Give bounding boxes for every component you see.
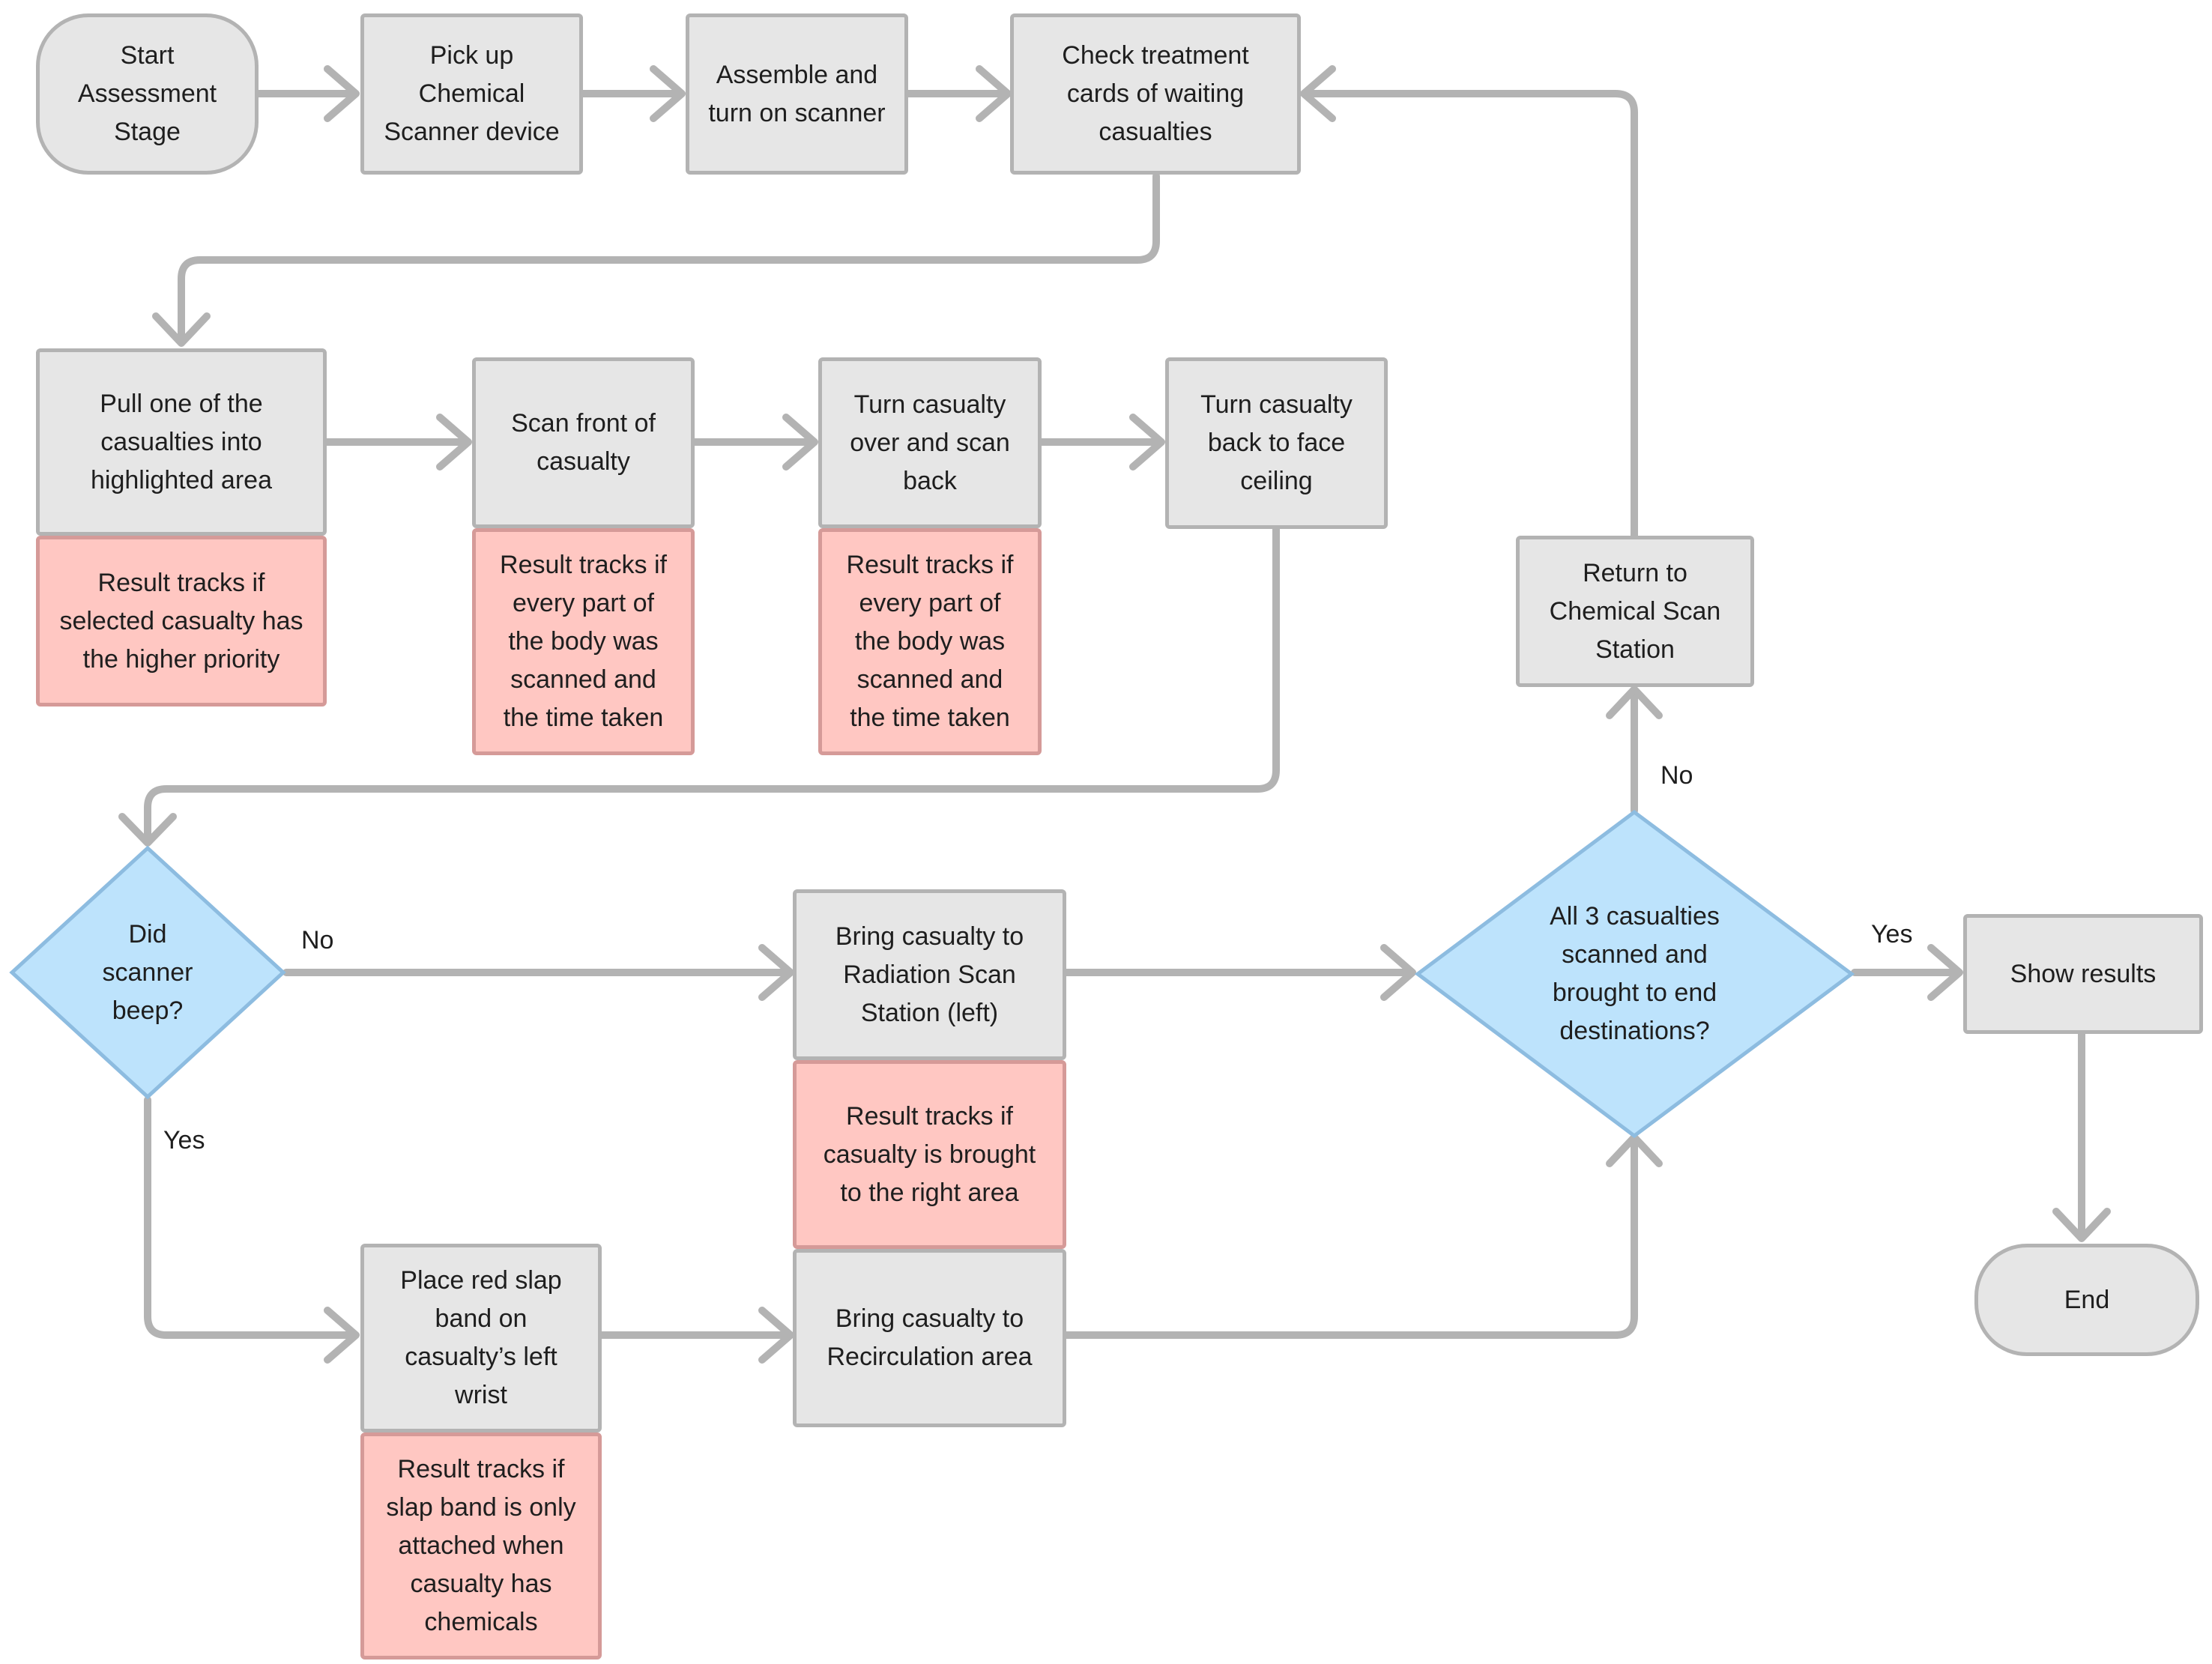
arrowhead-slap-band (324, 1307, 360, 1364)
arrowhead-turn-over (782, 414, 818, 471)
pull-casualty-node: Pull one of the casualties into highligh… (36, 348, 327, 536)
all-scanned-decision: All 3 casualties scanned and brought to … (1414, 809, 1855, 1139)
arrowhead-pickup (324, 65, 360, 122)
connector-turn-back-to-did-beep (144, 525, 1280, 843)
did-beep-diamond-shape (9, 845, 286, 1100)
scan-back-result-note: Result tracks if every part of the body … (818, 528, 1042, 755)
arrowhead-radiation (758, 944, 794, 1001)
connector-return-to-check (1304, 90, 1638, 539)
slap-band-node: Place red slap band on casualty’s left w… (360, 1244, 602, 1432)
arrowhead-check (976, 65, 1012, 122)
did-beep-label: Did scanner beep? (102, 919, 193, 1025)
arrowhead-assemble (650, 65, 686, 122)
arrowhead-return (1606, 686, 1663, 719)
slap-band-result-note: Result tracks if slap band is only attac… (360, 1432, 602, 1660)
edge-label-beep-yes: Yes (163, 1126, 205, 1155)
all-scanned-diamond-shape (1414, 809, 1855, 1139)
turn-back-node: Turn casualty back to face ceiling (1165, 357, 1388, 529)
turn-over-node: Turn casualty over and scan back (818, 357, 1042, 528)
right-area-result-note: Result tracks if casualty is brought to … (793, 1060, 1066, 1249)
scan-front-result-note: Result tracks if every part of the body … (472, 528, 695, 755)
start-node: Start Assessment Stage (36, 13, 259, 175)
return-station-node: Return to Chemical Scan Station (1516, 536, 1754, 687)
pickup-scanner-node: Pick up Chemical Scanner device (360, 13, 583, 175)
edge-label-all-yes: Yes (1871, 920, 1913, 949)
connector-recirculation-to-all-scanned (1063, 1135, 1638, 1339)
arrowhead-end (2052, 1208, 2111, 1242)
arrowhead-all-scanned-left (1380, 944, 1416, 1001)
arrowhead-did-beep (118, 813, 177, 847)
end-node: End (1974, 1244, 2199, 1356)
arrowhead-show-results (1927, 944, 1963, 1001)
arrowhead-check-right (1300, 65, 1336, 122)
connector-did-beep-yes-to-slap-band (144, 1096, 356, 1339)
arrowhead-turn-back (1129, 414, 1165, 471)
scan-front-node: Scan front of casualty (472, 357, 695, 528)
show-results-node: Show results (1963, 914, 2203, 1034)
connector-check-to-pull (178, 172, 1160, 345)
edge-label-all-no: No (1660, 761, 1693, 790)
radiation-station-node: Bring casualty to Radiation Scan Station… (793, 889, 1066, 1060)
edge-label-beep-no: No (301, 926, 334, 954)
arrowhead-pull (152, 312, 211, 347)
assemble-scanner-node: Assemble and turn on scanner (686, 13, 908, 175)
priority-result-note: Result tracks if selected casualty has t… (36, 536, 327, 707)
did-beep-decision: Did scanner beep? (9, 845, 286, 1100)
arrowhead-recirculation (758, 1307, 794, 1364)
recirculation-node: Bring casualty to Recirculation area (793, 1249, 1066, 1427)
check-cards-node: Check treatment cards of waiting casualt… (1010, 13, 1301, 175)
arrowhead-scan-front (436, 414, 472, 471)
all-scanned-label: All 3 casualties scanned and brought to … (1550, 902, 1720, 1045)
